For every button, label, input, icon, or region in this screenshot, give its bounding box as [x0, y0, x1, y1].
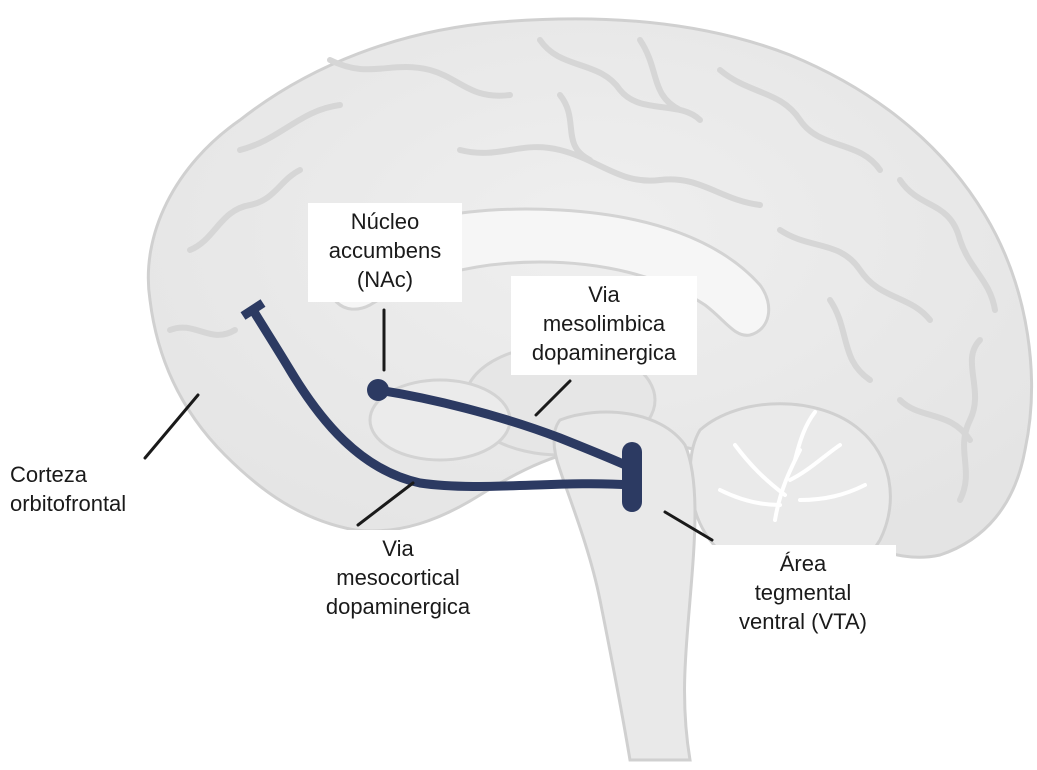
vta-terminal	[622, 442, 642, 512]
label-nucleo-accumbens: Núcleo accumbens (NAc)	[308, 203, 462, 302]
label-area-tegmental-ventral: Área tegmental ventral (VTA)	[710, 545, 896, 644]
label-corteza-orbitofrontal: Corteza orbitofrontal	[10, 460, 160, 520]
label-via-mesocortical: Via mesocortical dopaminergica	[310, 530, 486, 629]
label-via-mesolimbica: Via mesolimbica dopaminergica	[511, 276, 697, 375]
orbitofrontal-leader	[145, 395, 198, 458]
nac-terminal	[367, 379, 389, 401]
